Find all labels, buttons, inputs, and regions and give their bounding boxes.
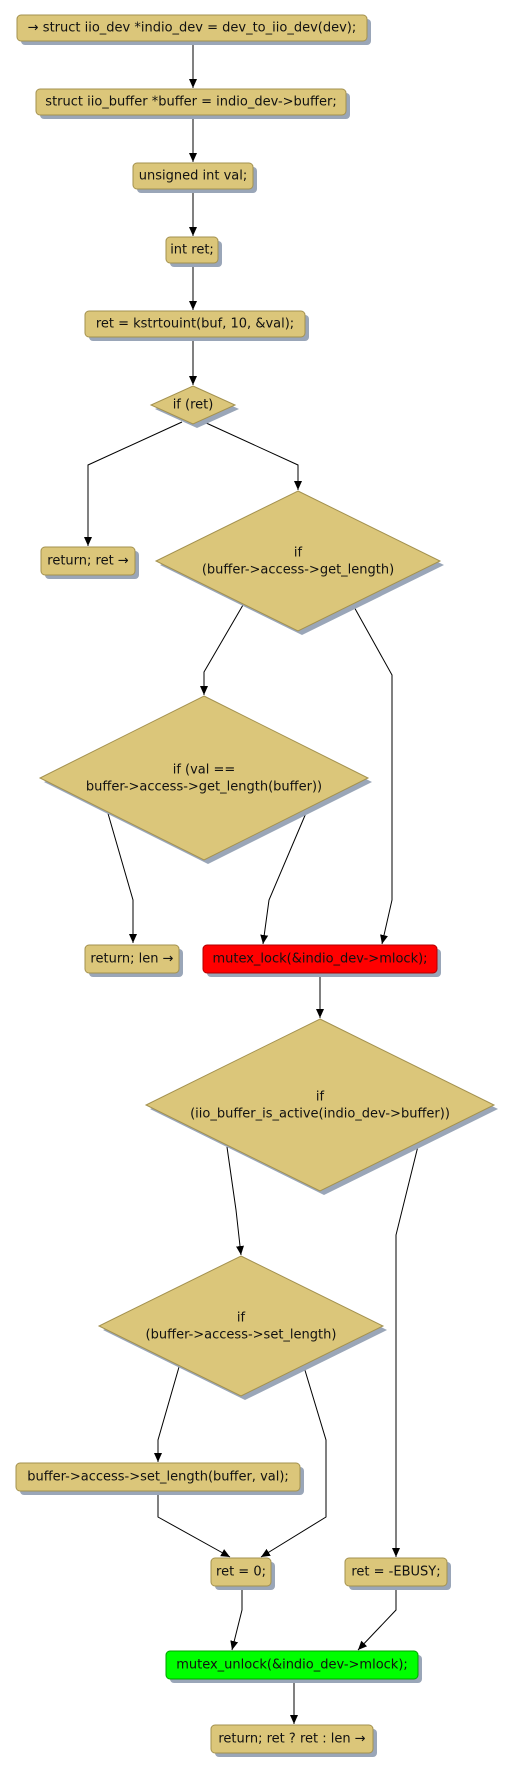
decision-d3: if (val == buffer->access->get_length(bu… <box>38 695 372 864</box>
decision-d3-label-1: if (val == <box>173 763 236 778</box>
decision-d4-label-1: if <box>316 1090 325 1105</box>
edge-n9-unlock <box>230 1586 243 1651</box>
node-n7-label: return; len → <box>90 952 173 967</box>
node-n1-label: → struct iio_dev *indio_dev = dev_to_iio… <box>28 21 356 36</box>
decision-d1: if (ret) <box>149 385 239 428</box>
node-n1: → struct iio_dev *indio_dev = dev_to_iio… <box>16 14 371 45</box>
node-n6-label: return; ret → <box>47 554 129 569</box>
edge-d3-n7 <box>106 809 137 943</box>
decision-d5-label-1: if <box>237 1311 246 1326</box>
decision-d5-label-2: (buffer->access->set_length) <box>146 1328 337 1343</box>
node-n3-label: unsigned int val; <box>139 169 247 184</box>
node-n8: buffer->access->set_length(buffer, val); <box>15 1462 304 1495</box>
node-n6: return; ret → <box>40 546 139 579</box>
node-n11-label: return; ret ? ret : len → <box>218 1732 365 1747</box>
node-n2-label: struct iio_buffer *buffer = indio_dev->b… <box>45 95 336 110</box>
node-mutex-lock-label: mutex_lock(&indio_dev->mlock); <box>212 952 427 967</box>
node-mutex-unlock-label: mutex_unlock(&indio_dev->mlock); <box>176 1658 408 1673</box>
node-n3: unsigned int val; <box>132 162 257 193</box>
decision-d1-label: if (ret) <box>173 398 214 413</box>
decision-d2: if (buffer->access->get_length) <box>154 490 444 635</box>
decision-d2-label-1: if <box>294 546 303 561</box>
edge-d2-d3 <box>200 604 244 695</box>
edge-d4-d5 <box>226 1146 244 1256</box>
edge-d4-n10 <box>392 1141 420 1557</box>
edge-d5-n8 <box>154 1366 180 1462</box>
edge-d1-d2 <box>203 421 302 490</box>
edge-d1-n6 <box>84 421 183 546</box>
node-n9-label: ret = 0; <box>216 1565 266 1580</box>
node-n2: struct iio_buffer *buffer = indio_dev->b… <box>35 88 350 119</box>
node-mutex-lock: mutex_lock(&indio_dev->mlock); <box>202 944 441 977</box>
node-mutex-unlock: mutex_unlock(&indio_dev->mlock); <box>165 1650 422 1683</box>
edge-d3-lock <box>260 805 310 945</box>
decision-d4: if (iio_buffer_is_active(indio_dev->buff… <box>144 1018 498 1195</box>
node-n4: int ret; <box>165 236 222 267</box>
node-n7: return; len → <box>84 944 183 977</box>
edges <box>84 45 420 1724</box>
edge-n8-n9 <box>157 1492 231 1558</box>
node-n10: ret = -EBUSY; <box>344 1557 451 1590</box>
decision-d2-label-2: (buffer->access->get_length) <box>202 563 394 578</box>
node-n5-label: ret = kstrtouint(buf, 10, &val); <box>96 317 294 332</box>
edge-n10-unlock <box>357 1586 397 1651</box>
node-n4-label: int ret; <box>170 243 214 258</box>
edge-d2-lock <box>352 604 393 945</box>
node-n5: ret = kstrtouint(buf, 10, &val); <box>84 310 309 341</box>
node-n10-label: ret = -EBUSY; <box>351 1565 440 1580</box>
decision-d4-label-2: (iio_buffer_is_active(indio_dev->buffer)… <box>190 1107 450 1122</box>
decision-d3-label-2: buffer->access->get_length(buffer)) <box>86 780 322 795</box>
node-n8-label: buffer->access->set_length(buffer, val); <box>27 1470 289 1485</box>
node-n9: ret = 0; <box>210 1557 275 1590</box>
decision-d5: if (buffer->access->set_length) <box>97 1255 387 1400</box>
node-n11: return; ret ? ret : len → <box>210 1724 377 1757</box>
edge-d5-n9 <box>260 1366 327 1558</box>
